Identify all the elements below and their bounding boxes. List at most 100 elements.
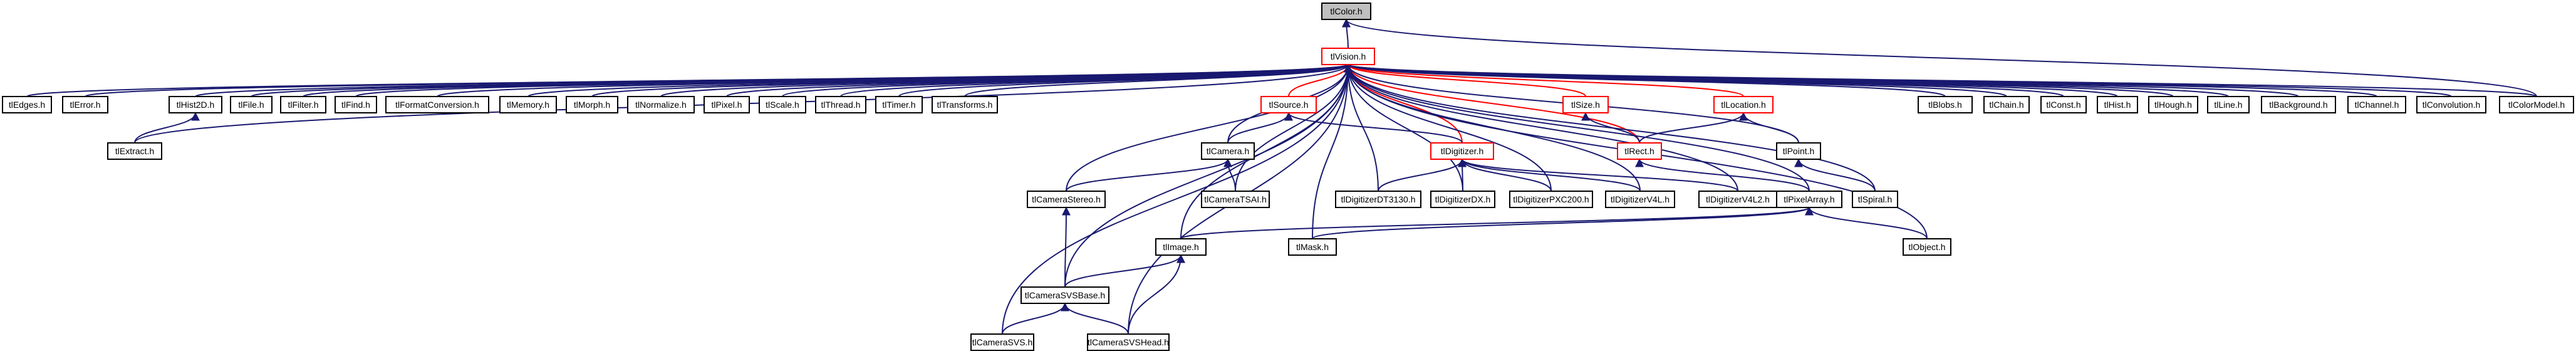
node-box[interactable] [2, 96, 52, 113]
node-box[interactable] [566, 96, 618, 113]
node-box[interactable] [1201, 191, 1270, 208]
node-box[interactable] [1021, 286, 1109, 304]
node-box[interactable] [932, 96, 998, 113]
node-tlLine[interactable]: tlLine.h [2207, 96, 2250, 113]
node-tlCamera[interactable]: tlCamera.h [1201, 142, 1255, 160]
node-tlTimer[interactable]: tlTimer.h [875, 96, 923, 113]
node-box[interactable] [627, 96, 695, 113]
node-box[interactable] [815, 96, 866, 113]
node-tlFormatConversion[interactable]: tlFormatConversion.h [385, 96, 489, 113]
node-tlFile[interactable]: tlFile.h [230, 96, 273, 113]
node-tlScale[interactable]: tlScale.h [759, 96, 806, 113]
node-box[interactable] [385, 96, 489, 113]
node-box[interactable] [2040, 96, 2087, 113]
node-tlHough[interactable]: tlHough.h [2148, 96, 2198, 113]
node-tlColor[interactable]: tlColor.h [1321, 3, 1371, 20]
node-box[interactable] [1617, 142, 1662, 160]
node-box[interactable] [1027, 191, 1106, 208]
node-tlDigitizerPXC200[interactable]: tlDigitizerPXC200.h [1509, 191, 1593, 208]
node-box[interactable] [169, 96, 222, 113]
node-box[interactable] [1430, 142, 1494, 160]
node-tlVision[interactable]: tlVision.h [1321, 48, 1375, 65]
node-box[interactable] [1260, 96, 1317, 113]
node-tlNormalize[interactable]: tlNormalize.h [627, 96, 695, 113]
node-box[interactable] [499, 96, 557, 113]
node-tlBlobs[interactable]: tlBlobs.h [1918, 96, 1973, 113]
node-box[interactable] [230, 96, 273, 113]
node-tlSpiral[interactable]: tlSpiral.h [1852, 191, 1898, 208]
node-tlFilter[interactable]: tlFilter.h [280, 96, 326, 113]
node-tlChannel[interactable]: tlChannel.h [2347, 96, 2406, 113]
node-box[interactable] [1155, 238, 1207, 256]
node-tlColorModel[interactable]: tlColorModel.h [2499, 96, 2574, 113]
node-box[interactable] [1918, 96, 1973, 113]
node-tlRect[interactable]: tlRect.h [1617, 142, 1662, 160]
node-tlTransforms[interactable]: tlTransforms.h [932, 96, 998, 113]
node-tlConvolution[interactable]: tlConvolution.h [2416, 96, 2486, 113]
node-box[interactable] [1509, 191, 1593, 208]
node-box[interactable] [280, 96, 326, 113]
node-tlCameraTSAI[interactable]: tlCameraTSAI.h [1201, 191, 1270, 208]
node-box[interactable] [875, 96, 923, 113]
node-tlMemory[interactable]: tlMemory.h [499, 96, 557, 113]
node-tlFind[interactable]: tlFind.h [335, 96, 377, 113]
node-tlEdges[interactable]: tlEdges.h [2, 96, 52, 113]
node-box[interactable] [1201, 142, 1255, 160]
node-tlImage[interactable]: tlImage.h [1155, 238, 1207, 256]
node-box[interactable] [1776, 142, 1821, 160]
node-box[interactable] [2207, 96, 2250, 113]
node-box[interactable] [704, 96, 750, 113]
node-box[interactable] [335, 96, 377, 113]
node-tlDigitizerDT3130[interactable]: tlDigitizerDT3130.h [1335, 191, 1421, 208]
node-tlThread[interactable]: tlThread.h [815, 96, 866, 113]
node-box[interactable] [2347, 96, 2406, 113]
node-tlSource[interactable]: tlSource.h [1260, 96, 1317, 113]
node-box[interactable] [2097, 96, 2138, 113]
node-tlChain[interactable]: tlChain.h [1983, 96, 2030, 113]
node-box[interactable] [1288, 238, 1337, 256]
node-box[interactable] [1335, 191, 1421, 208]
node-box[interactable] [2416, 96, 2486, 113]
node-tlConst[interactable]: tlConst.h [2040, 96, 2087, 113]
node-box[interactable] [1562, 96, 1609, 113]
node-tlDigitizer[interactable]: tlDigitizer.h [1430, 142, 1494, 160]
node-tlHist2D[interactable]: tlHist2D.h [169, 96, 222, 113]
node-tlPixel[interactable]: tlPixel.h [704, 96, 750, 113]
node-tlExtract[interactable]: tlExtract.h [107, 142, 162, 160]
node-tlError[interactable]: tlError.h [62, 96, 108, 113]
node-tlCameraStereo[interactable]: tlCameraStereo.h [1027, 191, 1106, 208]
node-box[interactable] [1430, 191, 1495, 208]
node-box[interactable] [1605, 191, 1675, 208]
node-tlDigitizerV4L[interactable]: tlDigitizerV4L.h [1605, 191, 1675, 208]
node-tlPixelArray[interactable]: tlPixelArray.h [1776, 191, 1842, 208]
node-tlDigitizerV4L2[interactable]: tlDigitizerV4L2.h [1698, 191, 1777, 208]
edge-tlColorModel-to-tlVision [1344, 63, 2537, 97]
node-tlLocation[interactable]: tlLocation.h [1713, 96, 1774, 113]
node-tlHist[interactable]: tlHist.h [2097, 96, 2138, 113]
node-box[interactable] [1713, 96, 1774, 113]
node-box[interactable] [2148, 96, 2198, 113]
node-box[interactable] [1321, 48, 1375, 65]
node-tlBackground[interactable]: tlBackground.h [2261, 96, 2336, 113]
node-box[interactable] [1321, 3, 1371, 20]
node-box[interactable] [62, 96, 108, 113]
node-box[interactable] [1852, 191, 1898, 208]
node-box[interactable] [107, 142, 162, 160]
node-tlMask[interactable]: tlMask.h [1288, 238, 1337, 256]
node-tlPoint[interactable]: tlPoint.h [1776, 142, 1821, 160]
node-tlSize[interactable]: tlSize.h [1562, 96, 1609, 113]
node-box[interactable] [1903, 238, 1951, 256]
node-tlCameraSVSHead[interactable]: tlCameraSVSHead.h [1087, 333, 1170, 351]
node-box[interactable] [2261, 96, 2336, 113]
node-tlCameraSVSBase[interactable]: tlCameraSVSBase.h [1021, 286, 1109, 304]
node-tlObject[interactable]: tlObject.h [1903, 238, 1951, 256]
node-box[interactable] [1087, 333, 1170, 351]
node-tlCameraSVS[interactable]: tlCameraSVS.h [970, 333, 1034, 351]
node-box[interactable] [970, 333, 1034, 351]
node-box[interactable] [1776, 191, 1842, 208]
node-tlMorph[interactable]: tlMorph.h [566, 96, 618, 113]
node-box[interactable] [759, 96, 806, 113]
node-box[interactable] [1983, 96, 2030, 113]
node-tlDigitizerDX[interactable]: tlDigitizerDX.h [1430, 191, 1495, 208]
node-box[interactable] [2499, 96, 2574, 113]
